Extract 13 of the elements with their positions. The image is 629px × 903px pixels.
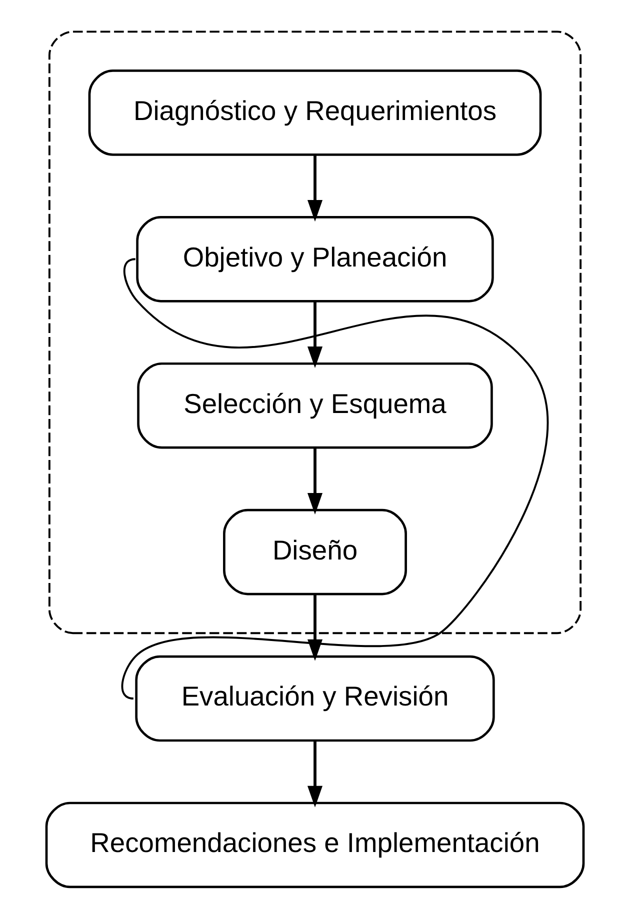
arrow	[306, 594, 322, 661]
connector	[121, 258, 548, 700]
node-box: Diagnóstico y Requerimientos	[88, 70, 542, 156]
cluster	[48, 30, 582, 634]
node-box: Objetivo y Planeación	[136, 216, 494, 302]
node-box: Evaluación y Revisión	[134, 655, 494, 742]
arrow	[306, 302, 322, 368]
arrow	[306, 740, 322, 808]
arrow	[306, 155, 322, 222]
node-box: Diseño	[222, 508, 406, 596]
node-box: Selección y Esquema	[136, 362, 492, 449]
node-box: Recomendaciones e Implementación	[44, 802, 584, 888]
arrow	[306, 448, 322, 514]
